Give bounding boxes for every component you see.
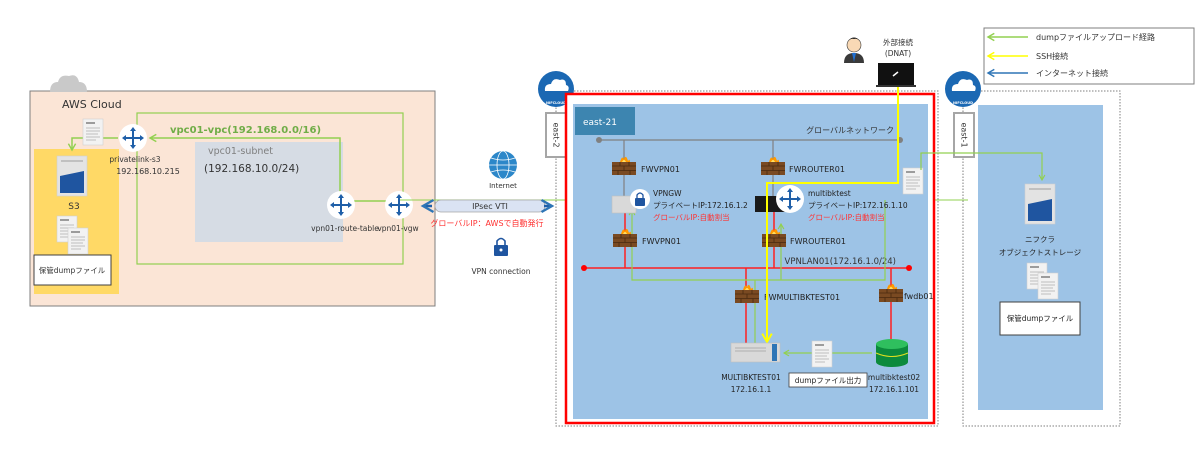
fwdb01-label: fwdb01 (904, 292, 934, 301)
vpc-label: vpc01-vpc(192.168.0.0/16) (170, 125, 321, 136)
transfer-doc-icon (902, 167, 924, 195)
global-ip-note: グローバルIP：AWSで自動発行 (430, 218, 543, 228)
legend-label-ssh: SSH接続 (1036, 51, 1068, 61)
aws-stored-dump-box (33, 254, 112, 286)
zone-east2-label: east-2 (552, 122, 561, 147)
global-network-label: グローバルネットワーク (806, 125, 894, 135)
vpngw-global-ip: グローバルIP:自動割当 (653, 212, 730, 222)
vgw-icon (384, 190, 414, 220)
s3-doc-icon-2 (67, 227, 89, 255)
fwvpn01-bottom-label: FWVPN01 (642, 237, 681, 246)
dump-output-doc-icon (811, 340, 833, 368)
external-access: 外部接続 (DNAT) (844, 37, 916, 87)
fwrouter01-top-label: FWROUTER01 (789, 165, 845, 174)
router-private-ip: プライベートIP:172.16.1.10 (808, 201, 908, 210)
object-storage-line2: オブジェクトストレージ (999, 247, 1082, 257)
vpngw-name: VPNGW (653, 189, 682, 198)
ipsec-label: IPsec VTI (472, 202, 508, 211)
nifcloud-east2-region: NIFCLOUD east-2 east-21 グローバルネットワーク VPNL… (538, 71, 939, 427)
db-ip: 172.16.1.101 (869, 385, 919, 394)
fwrouter01-bottom-label: FWROUTER01 (790, 237, 846, 246)
nifcloud-east1-region: NIFCLOUD east-1 ニフクラ オブジェクトストレージ 保管dumpフ… (920, 71, 1121, 427)
router-global-ip: グローバルIP:自動割当 (808, 212, 885, 222)
nifcloud-logo-right-text: NIFCLOUD (953, 101, 973, 105)
dump-output-box (788, 372, 868, 388)
east2-dotted-border (555, 90, 939, 427)
east1-doc-icon-2 (1037, 272, 1059, 300)
privatelink-ip: 192.168.10.215 (116, 167, 180, 176)
legend: dumpファイルアップロード経路 SSH接続 インターネット接続 (983, 27, 1195, 85)
legend-label-internet: インターネット接続 (1036, 68, 1108, 78)
vgw-label: vpn01-vgw (377, 224, 418, 233)
east1-area (978, 105, 1103, 410)
s3-storage-icon (56, 155, 88, 197)
aws-cloud-icon (50, 75, 87, 92)
s3-label: S3 (68, 202, 79, 212)
object-storage-line1: ニフクラ (1025, 235, 1055, 244)
multibktest-router-icon (775, 184, 805, 214)
aws-cloud-label: AWS Cloud (62, 98, 122, 111)
server-name: MULTIBKTEST01 (721, 373, 781, 382)
internet-label: Internet (489, 182, 517, 190)
aws-upload-doc-icon (82, 118, 104, 146)
east1-dotted-border (962, 90, 1121, 427)
privatelink-router-icon (118, 123, 148, 153)
region-east21-tag (575, 107, 635, 135)
zone-east1-label: east-1 (960, 122, 969, 147)
database-icon (875, 339, 909, 367)
user-icon (846, 37, 862, 53)
subnet-name: vpc01-subnet (208, 146, 273, 157)
vpc-box (136, 112, 404, 265)
aws-stored-dump-label: 保管dumpファイル (39, 265, 106, 275)
fwmultibktest01-label: FWMULTIBKTEST01 (764, 293, 840, 302)
ssh-path (761, 87, 899, 344)
dump-output-label: dumpファイル出力 (795, 375, 862, 385)
db-name: multibktest02 (868, 373, 920, 382)
nifcloud-logo-left-text: NIFCLOUD (546, 101, 566, 105)
subnet-cidr: (192.168.10.0/24) (204, 163, 299, 175)
east1-stored-dump-label: 保管dumpファイル (1007, 313, 1074, 323)
vpnlan-label: VPNLAN01(172.16.1.0/24) (785, 257, 897, 267)
object-storage-icon (1024, 183, 1056, 225)
privatelink-name: privatelink-s3 (109, 155, 160, 164)
external-label-line2: (DNAT) (885, 49, 911, 58)
legend-label-dump: dumpファイルアップロード経路 (1036, 32, 1155, 42)
zone-east1-tag (953, 112, 975, 158)
router-name: multibktest (808, 189, 851, 198)
east1-stored-dump-box (999, 301, 1081, 336)
route-table-label: vpn01-route-table (311, 224, 379, 233)
vpn-connection-label: VPN connection (472, 267, 531, 276)
subnet-box (195, 142, 343, 242)
vpngw-private-ip: プライベートIP:172.16.1.2 (653, 201, 748, 210)
fwvpn01-top-label: FWVPN01 (641, 165, 680, 174)
region-east21-label: east-21 (583, 118, 617, 128)
aws-upload-path (148, 133, 399, 202)
route-table-icon (326, 190, 356, 220)
vpngw-lock-icon (635, 198, 645, 206)
external-label-line1: 外部接続 (883, 37, 913, 47)
aws-cloud-region: AWS Cloud S3 保管dumpファイル vpc01-vpc(192.16… (29, 75, 436, 307)
server-ip: 172.16.1.1 (731, 385, 772, 394)
